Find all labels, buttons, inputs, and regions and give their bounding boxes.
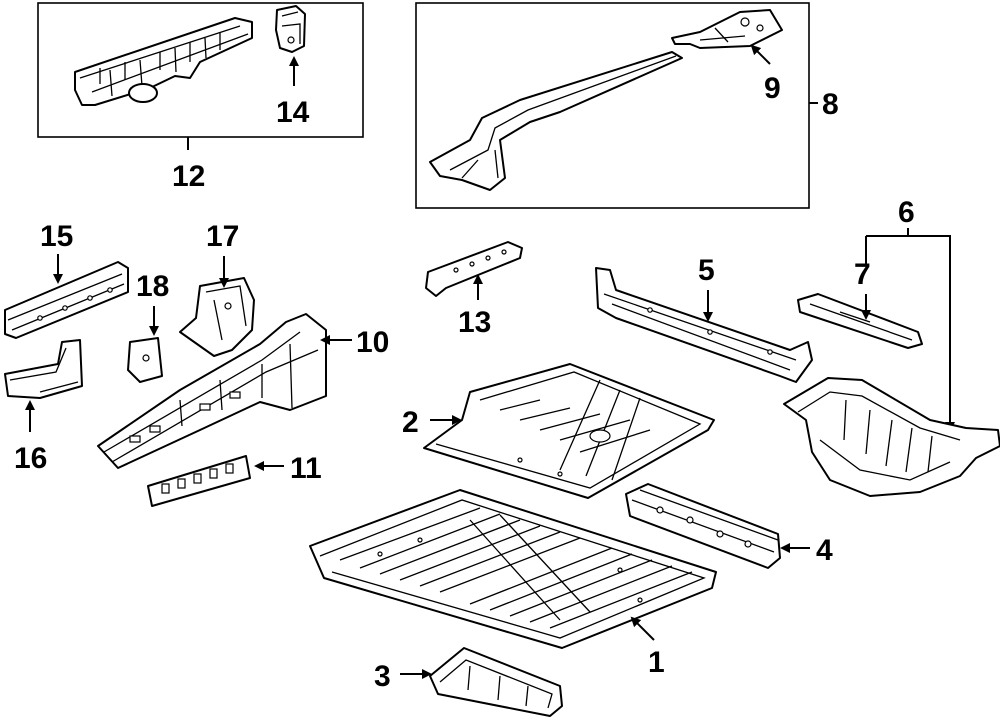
part-3-storage-bin (429, 647, 563, 717)
part-13-bracket (425, 241, 523, 297)
callout-8: 8 (822, 88, 839, 121)
callout-4: 4 (816, 534, 833, 567)
callout-18: 18 (136, 270, 169, 303)
part-1-floor-pan (309, 489, 717, 649)
part-14-bracket (275, 5, 306, 53)
leader-9 (750, 44, 771, 65)
leader-1 (630, 616, 655, 641)
callout-2: 2 (402, 406, 419, 439)
group-12-box (37, 2, 364, 138)
group-8-rocker-extension: 9 (415, 2, 810, 209)
part-2-center-floor-pan (423, 363, 715, 499)
callout-9: 9 (764, 72, 781, 105)
callout-11: 11 (290, 452, 322, 485)
part-4-crossmember (625, 483, 781, 569)
callout-7: 7 (854, 258, 871, 291)
callout-17: 17 (206, 220, 239, 253)
rear-rail-assembly-drawing (74, 17, 253, 106)
callout-1: 1 (648, 646, 665, 679)
callout-16: 16 (14, 442, 47, 475)
part-18-gusset (127, 337, 163, 383)
part-6-rear-floor-pan (783, 377, 1000, 497)
part-11-crossmember (147, 455, 251, 507)
callout-12: 12 (172, 160, 205, 193)
group-12-frame-rail-assembly: 14 (37, 2, 364, 138)
part-7-bracket (797, 293, 923, 349)
part-17-reinforcement (179, 277, 255, 357)
callout-6: 6 (898, 196, 915, 229)
callout-10: 10 (356, 326, 389, 359)
part-10-rear-rail (97, 313, 327, 469)
callout-14: 14 (276, 96, 310, 129)
rocker-rail-drawing (429, 51, 683, 191)
part-5-crossmember (595, 267, 813, 383)
part-16-bracket (4, 339, 83, 399)
callout-5: 5 (698, 254, 715, 287)
group-8-box (415, 2, 810, 209)
part-9-bracket (671, 9, 783, 49)
callout-3: 3 (374, 660, 391, 693)
part-15-rail (4, 261, 129, 339)
leader-6 (866, 228, 950, 430)
callout-15: 15 (40, 220, 73, 253)
callout-13: 13 (458, 306, 491, 339)
